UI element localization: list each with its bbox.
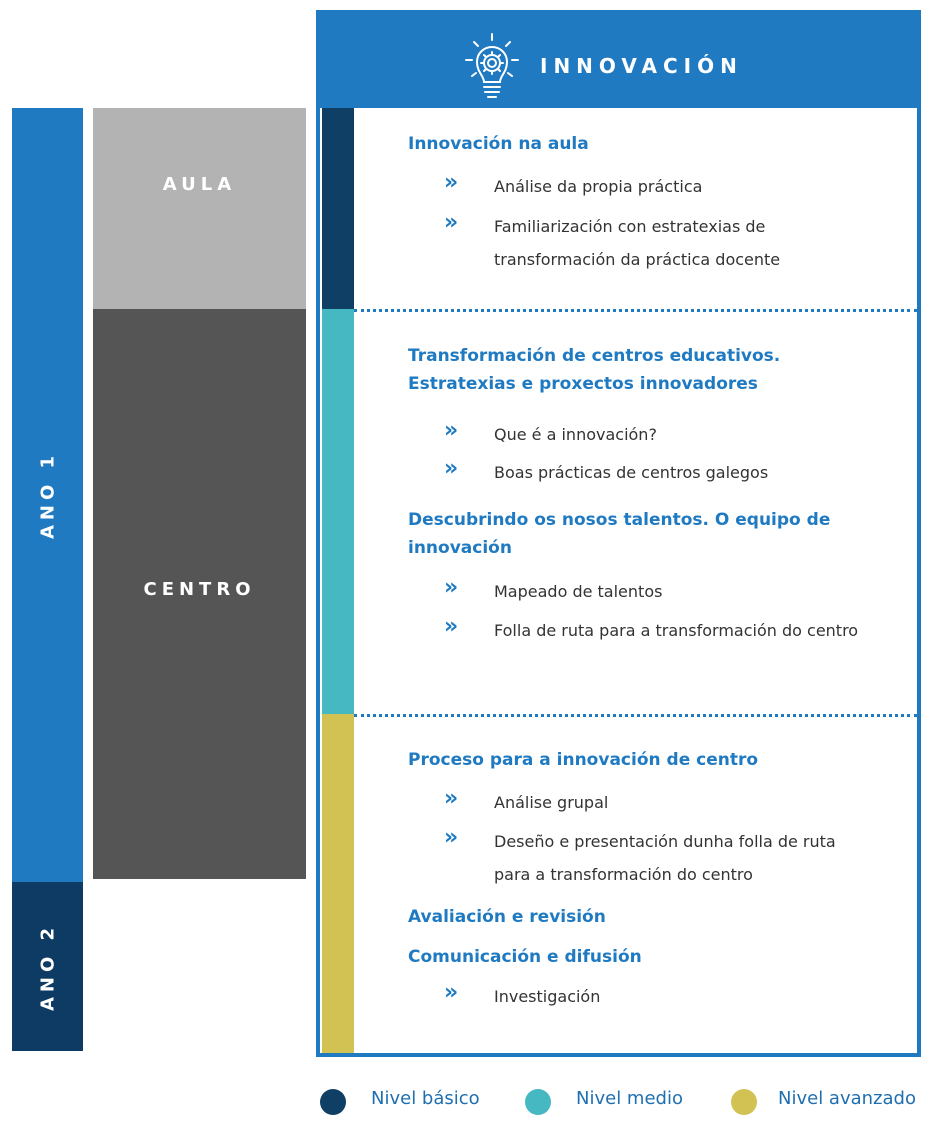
section-title: Comunicación e difusión: [408, 947, 642, 967]
section-title: Avaliación e revisión: [408, 907, 606, 927]
lightbulb-gear-icon: [465, 33, 519, 98]
chevron-right-icon: »: [444, 575, 459, 600]
chevron-right-icon: »: [444, 210, 459, 235]
year-1-bar: ANO 1: [12, 108, 83, 882]
scope-aula-label: AULA: [162, 174, 237, 195]
year-2-label: ANO 2: [37, 922, 58, 1011]
chevron-right-icon: »: [444, 786, 459, 811]
panel-content-area: [320, 108, 917, 1053]
list-item-text: Mapeado de talentos: [494, 582, 663, 601]
chevron-right-icon: »: [444, 170, 459, 195]
list-item-text: Boas prácticas de centros galegos: [494, 463, 769, 482]
innovation-panel: INNOVACIÓN: [316, 10, 921, 1057]
chevron-right-icon: »: [444, 456, 459, 481]
list-item-text: Análise da propia práctica: [494, 177, 703, 196]
section-title: Proceso para a innovación de centro: [408, 750, 759, 770]
list-item-text: Folla de ruta para a transformación do c…: [494, 621, 859, 640]
level-medio-stripe: [322, 309, 354, 714]
section-title: Innovación na aula: [408, 134, 589, 154]
legend-avanzado-dot: [731, 1089, 757, 1115]
list-item-text: Familiarización con estratexias de trans…: [494, 217, 781, 269]
section-divider: [354, 714, 917, 717]
panel-title: INNOVACIÓN: [540, 54, 743, 78]
scope-centro-label: CENTRO: [143, 579, 256, 600]
legend-basic-dot: [320, 1089, 346, 1115]
chevron-right-icon: »: [444, 614, 459, 639]
section-title: Descubrindo os nosos talentos. O equipo …: [408, 510, 831, 558]
legend-basic-label: Nivel básico: [371, 1088, 480, 1109]
legend-avanzado-label: Nivel avanzado: [778, 1088, 916, 1109]
list-item-text: Que é a innovación?: [494, 425, 657, 444]
section-title: Transformación de centros educativos. Es…: [408, 346, 781, 394]
scope-aula-block: AULA: [93, 108, 306, 309]
list-item-text: Análise grupal: [494, 793, 609, 812]
chevron-right-icon: »: [444, 825, 459, 850]
legend-medio-label: Nivel medio: [576, 1088, 683, 1109]
scope-centro-block: CENTRO: [93, 309, 306, 879]
list-item-text: Investigación: [494, 987, 601, 1006]
chevron-right-icon: »: [444, 418, 459, 443]
chevron-right-icon: »: [444, 980, 459, 1005]
level-avanzado-stripe: [322, 714, 354, 1053]
year-2-bar: ANO 2: [12, 882, 83, 1051]
year-1-label: ANO 1: [37, 450, 58, 540]
list-item-text: Deseño e presentación dunha folla de rut…: [494, 832, 836, 884]
legend-medio-dot: [525, 1089, 551, 1115]
section-divider: [354, 309, 917, 312]
level-basic-stripe: [322, 108, 354, 309]
